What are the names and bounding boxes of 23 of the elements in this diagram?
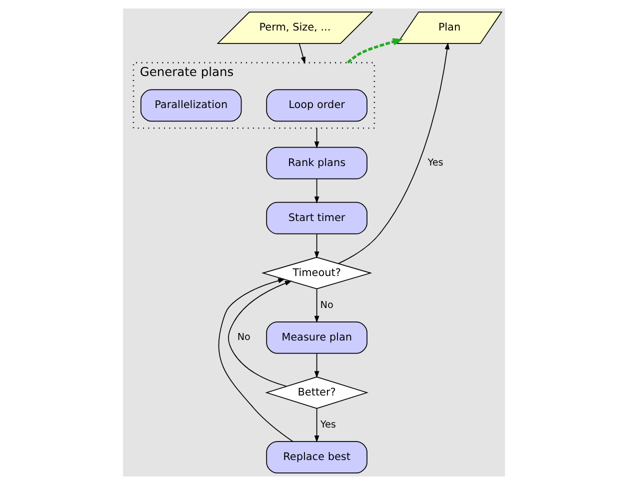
node-box: Start timer	[266, 202, 368, 234]
node-box: Rank plans	[266, 146, 368, 180]
arrow	[338, 42, 450, 264]
arrow	[218, 278, 294, 442]
arrow	[314, 408, 320, 442]
arrow	[314, 178, 320, 204]
arrow	[298, 43, 306, 64]
arrow	[228, 280, 292, 387]
edge-label: No	[320, 300, 334, 311]
arrow	[314, 128, 320, 148]
arrow	[346, 38, 404, 64]
arrow	[314, 234, 320, 259]
node-box: Parallelization	[140, 89, 242, 122]
arrow	[314, 288, 320, 323]
node-box: Replace best	[266, 441, 368, 474]
node-box: Measure plan	[266, 322, 368, 354]
node-diamond: Timeout?	[261, 256, 372, 290]
node-diamond: Better?	[265, 376, 368, 409]
edge-label: Yes	[320, 419, 336, 430]
arrow	[314, 353, 320, 378]
edge-label: Yes	[428, 158, 444, 169]
edge-label: No	[237, 332, 250, 344]
node-box: Loop order	[266, 89, 368, 122]
